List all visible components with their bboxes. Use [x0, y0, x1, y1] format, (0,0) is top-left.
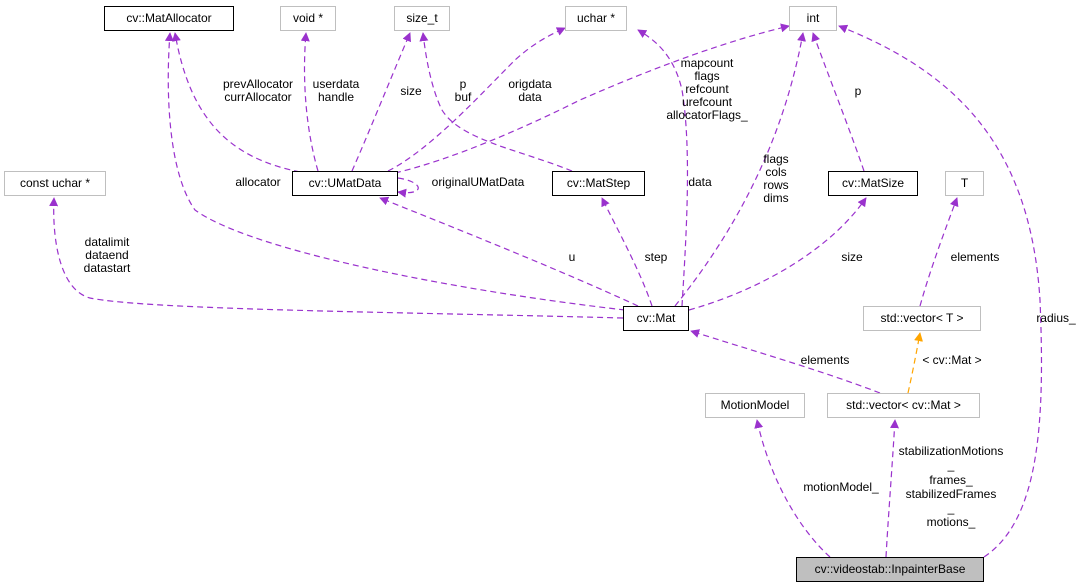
label-line: cols: [765, 165, 787, 179]
edge-inpainterbase-to-motionmodel: [754, 419, 831, 558]
label-line: p: [459, 77, 467, 91]
edge-inpainterbase-to-vector-mat: [885, 419, 900, 558]
label-line: allocator: [235, 175, 281, 189]
edge-inpainterbase-to-int: [838, 24, 1043, 558]
edge-label-mat-size: size: [834, 251, 870, 264]
label-line: refcount: [685, 82, 729, 96]
label-line: < cv::Mat >: [922, 353, 982, 367]
edge-label-mat-elements: elements: [792, 354, 858, 367]
label-line: u: [568, 250, 576, 264]
edge-label-flags-cols-rows-dims: flags cols rows dims: [752, 153, 800, 205]
node-size-t: size_t: [394, 6, 450, 31]
label-line: dims: [763, 191, 789, 205]
label-line: frames_: [929, 472, 973, 487]
node-uchar-pointer: uchar *: [565, 6, 627, 31]
edge-mat-to-matsize: [688, 197, 867, 311]
node-std-vector-t: std::vector< T >: [863, 306, 981, 331]
edge-matstep-to-size-t: [419, 32, 573, 172]
label-line: allocatorFlags_: [666, 108, 748, 122]
node-cv-videostab-inpainterbase: cv::videostab::InpainterBase: [796, 557, 984, 582]
edge-label-frames-motions: stabilizationMotions _ frames_ stabilize…: [886, 444, 1016, 530]
label-line: flags: [694, 69, 720, 83]
edge-mat-to-matallocator: [164, 32, 626, 311]
label-line: datastart: [83, 261, 131, 275]
node-int: int: [789, 6, 837, 31]
node-template-t: T: [945, 171, 984, 196]
edge-mat-to-matstep: [601, 197, 653, 307]
edge-umatdata-self-original: [397, 177, 419, 198]
label-line: elements: [800, 353, 850, 367]
label-line: motions_: [926, 515, 976, 530]
edge-mat-to-const-uchar-pointer: [49, 197, 624, 319]
node-cv-matstep[interactable]: cv::MatStep: [552, 171, 645, 196]
edge-umatdata-to-void-pointer: [300, 32, 319, 172]
label-line: motionModel_: [803, 480, 879, 494]
label-line: userdata: [312, 77, 360, 91]
node-motionmodel: MotionModel: [705, 393, 805, 418]
label-line: stabilizedFrames: [905, 486, 997, 501]
node-cv-mat[interactable]: cv::Mat: [623, 306, 689, 331]
edge-label-vector-elements: elements: [944, 251, 1006, 264]
edge-umatdata-to-int: [394, 23, 790, 174]
edge-label-prev-curr-allocator: prevAllocator currAllocator: [212, 78, 304, 104]
label-line: handle: [317, 90, 355, 104]
label-line: urefcount: [681, 95, 733, 109]
edge-mat-to-umatdata: [379, 196, 639, 307]
label-line: rows: [763, 178, 789, 192]
edge-mat-to-int: [674, 32, 806, 307]
label-line: prevAllocator: [222, 77, 294, 91]
node-cv-matallocator[interactable]: cv::MatAllocator: [104, 6, 234, 31]
edge-label-mat-uchar: mapcount flags refcount urefcount alloca…: [656, 57, 758, 122]
label-line: flags: [763, 152, 789, 166]
label-line: size: [400, 84, 422, 98]
edge-umatdata-to-matallocator: [171, 32, 301, 173]
edge-label-userdata-handle: userdata handle: [306, 78, 366, 104]
label-line: datalimit: [84, 235, 130, 249]
node-void-pointer: void *: [280, 6, 336, 31]
node-cv-umatdata[interactable]: cv::UMatData: [292, 171, 398, 196]
edge-label-matsize-p: p: [848, 85, 868, 98]
edge-label-data-pointers: datalimit dataend datastart: [76, 236, 138, 275]
label-line: _: [947, 458, 955, 473]
edge-label-umat-size: size: [393, 85, 429, 98]
label-line: p: [854, 84, 862, 98]
label-line: data: [688, 175, 712, 189]
node-std-vector-cv-mat: std::vector< cv::Mat >: [827, 393, 980, 418]
label-line: _: [947, 501, 955, 516]
label-line: stabilizationMotions: [898, 444, 1004, 458]
label-line: size: [841, 250, 863, 264]
edge-vector-mat-to-vector-t: [907, 332, 923, 394]
node-const-uchar-pointer: const uchar *: [4, 171, 106, 196]
edge-label-origdata-data: origdata data: [500, 78, 560, 104]
label-line: origdata: [508, 77, 552, 91]
edge-vector-mat-to-mat: [690, 329, 881, 394]
edge-label-motion-model: motionModel_: [795, 481, 887, 494]
label-line: data: [518, 90, 542, 104]
edge-mat-to-uchar-pointer: [637, 29, 689, 307]
label-line: buf: [454, 90, 472, 104]
edge-label-p-buf: p buf: [448, 78, 478, 104]
label-line: step: [644, 250, 668, 264]
edge-label-template-argument: < cv::Mat >: [914, 354, 990, 367]
label-line: elements: [950, 250, 1000, 264]
label-line: mapcount: [680, 56, 734, 70]
edge-label-step: step: [638, 251, 674, 264]
edge-label-u: u: [564, 251, 580, 264]
label-line: radius_: [1036, 311, 1076, 325]
edge-vector-t-to-template-t: [919, 197, 959, 307]
label-line: dataend: [85, 248, 129, 262]
edge-umatdata-to-size-t: [351, 32, 411, 172]
label-line: originalUMatData: [431, 175, 525, 189]
node-cv-matsize[interactable]: cv::MatSize: [828, 171, 918, 196]
label-line: currAllocator: [224, 90, 292, 104]
edge-label-data: data: [682, 176, 718, 189]
edge-matsize-to-int: [811, 32, 865, 172]
edge-label-original-umatdata: originalUMatData: [422, 176, 534, 189]
edge-label-allocator: allocator: [228, 176, 288, 189]
edge-label-radius: radius_: [1030, 312, 1082, 325]
